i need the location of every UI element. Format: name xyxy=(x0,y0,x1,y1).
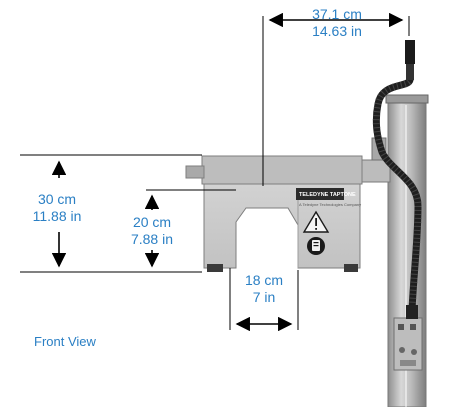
width-overall-cm: 37.1 cm xyxy=(312,6,362,22)
height-total-cm: 30 cm xyxy=(37,191,77,207)
width-opening-cm: 18 cm xyxy=(244,272,284,288)
dimension-lines xyxy=(20,12,410,332)
width-overall-in: 14.63 in xyxy=(312,23,362,39)
brand-name: TELEDYNE TAPTONE xyxy=(299,192,356,198)
height-opening-label: 20 cm 7.88 in xyxy=(122,214,182,248)
width-opening-in: 7 in xyxy=(252,289,276,305)
warning-triangle-icon xyxy=(302,210,330,233)
brand-tagline: A Teledyne Technologies Company xyxy=(299,202,361,207)
view-label: Front View xyxy=(34,334,96,349)
height-total-label: 30 cm 11.88 in xyxy=(22,191,92,225)
cable xyxy=(372,40,422,319)
height-opening-in: 7.88 in xyxy=(130,231,174,247)
height-opening-cm: 20 cm xyxy=(132,214,172,230)
mounting-pole xyxy=(385,94,429,408)
read-manual-icon xyxy=(307,237,325,255)
height-total-in: 11.88 in xyxy=(32,208,82,224)
width-opening-label: 18 cm 7 in xyxy=(234,272,294,306)
sensor-housing xyxy=(185,155,363,272)
width-overall-label: 37.1 cm 14.63 in xyxy=(297,6,377,40)
